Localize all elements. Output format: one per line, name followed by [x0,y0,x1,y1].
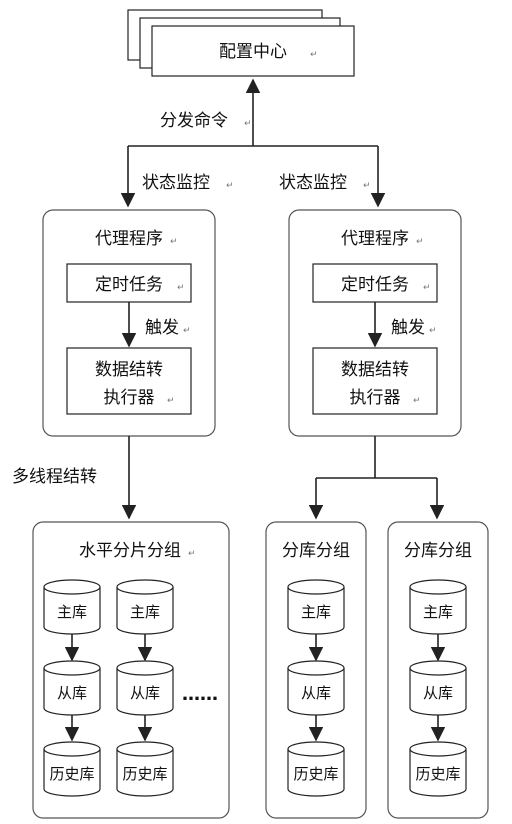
paragraph-mark: ↵ [170,237,178,247]
config-center-page-front [151,25,355,77]
timer-task-box-right [312,263,438,303]
executor-box-right [312,347,438,415]
paragraph-mark: ↵ [167,396,175,406]
shard-group-b-title: 分库分组 [404,541,472,561]
master-db-a: 主库 [287,579,345,635]
paragraph-mark: ↵ [423,283,431,293]
master-db-label: 主库 [57,603,87,621]
db-column-2: 主库 从库 历史库 [116,579,174,797]
horizontal-shard-title: 水平分片分组 [79,541,181,561]
history-db-label: 历史库 [49,765,94,783]
paragraph-mark: ↵ [363,181,371,191]
slave-db-label: 从库 [130,684,160,702]
history-db-2: 历史库 [116,741,174,797]
executor-label-line1-left: 数据结转 [95,360,163,380]
paragraph-mark: ↵ [244,119,252,129]
trigger-label-right: 触发 [391,318,425,338]
config-center: 配置中心 ↵ [127,9,355,77]
paragraph-mark: ↵ [413,396,421,406]
agent-title-left: 代理程序 [95,229,163,249]
horizontal-shard-group: 水平分片分组 ↵ 主库 从库 历史库 [32,521,230,819]
multithread-label: 多线程结转 [12,467,97,487]
trigger-label-left: 触发 [145,318,179,338]
slave-db-label: 从库 [301,684,331,702]
master-db-1: 主库 [43,579,101,635]
history-db-label: 历史库 [293,765,338,783]
dispatch-label: 分发命令 [160,111,228,131]
timer-task-label-left: 定时任务 [95,275,163,295]
master-db-label: 主库 [130,603,160,621]
paragraph-mark: ↵ [183,326,191,336]
middle-connectors: 多线程结转 [12,436,445,520]
executor-label-line1-right: 数据结转 [341,360,409,380]
paragraph-mark: ↵ [429,326,437,336]
history-db-label: 历史库 [415,765,460,783]
slave-db-2: 从库 [116,660,174,716]
paragraph-mark: ↵ [177,283,185,293]
timer-task-box-left [66,263,192,303]
master-db-label: 主库 [423,603,453,621]
executor-label-line2-left: 执行器 [104,388,155,408]
history-db-label: 历史库 [122,765,167,783]
agent-left: 代理程序 ↵ 定时任务 ↵ 触发 ↵ 数据结转 执行器 ↵ [42,209,216,437]
paragraph-mark: ↵ [188,549,196,559]
slave-db-1: 从库 [43,660,101,716]
monitor-label-left: 状态监控 [142,173,210,193]
slave-db-label: 从库 [57,684,87,702]
paragraph-mark: ↵ [310,50,318,60]
slave-db-label: 从库 [423,684,453,702]
config-center-label: 配置中心 [219,42,287,62]
agent-title-right: 代理程序 [341,229,409,249]
paragraph-mark: ↵ [226,181,234,191]
history-db-b: 历史库 [409,741,467,797]
executor-label-line2-right: 执行器 [350,388,401,408]
master-db-label: 主库 [301,603,331,621]
master-db-2: 主库 [116,579,174,635]
monitor-label-right: 状态监控 [279,173,347,193]
slave-db-a: 从库 [287,660,345,716]
shard-group-a: 分库分组 主库 从库 历史库 [265,521,367,819]
executor-box-left [66,347,192,415]
agent-right: 代理程序 ↵ 定时任务 ↵ 触发 ↵ 数据结转 执行器 ↵ [288,209,462,437]
more-shards-ellipsis: …… [182,684,218,705]
history-db-1: 历史库 [43,741,101,797]
slave-db-b: 从库 [409,660,467,716]
paragraph-mark: ↵ [416,237,424,247]
shard-group-a-title: 分库分组 [282,541,350,561]
timer-task-label-right: 定时任务 [341,275,409,295]
db-column-1: 主库 从库 历史库 [43,579,101,797]
top-connectors: 分发命令 ↵ 状态监控 ↵ 状态监控 ↵ [120,78,386,208]
shard-group-b: 分库分组 主库 从库 历史库 [387,521,489,819]
history-db-a: 历史库 [287,741,345,797]
master-db-b: 主库 [409,579,467,635]
